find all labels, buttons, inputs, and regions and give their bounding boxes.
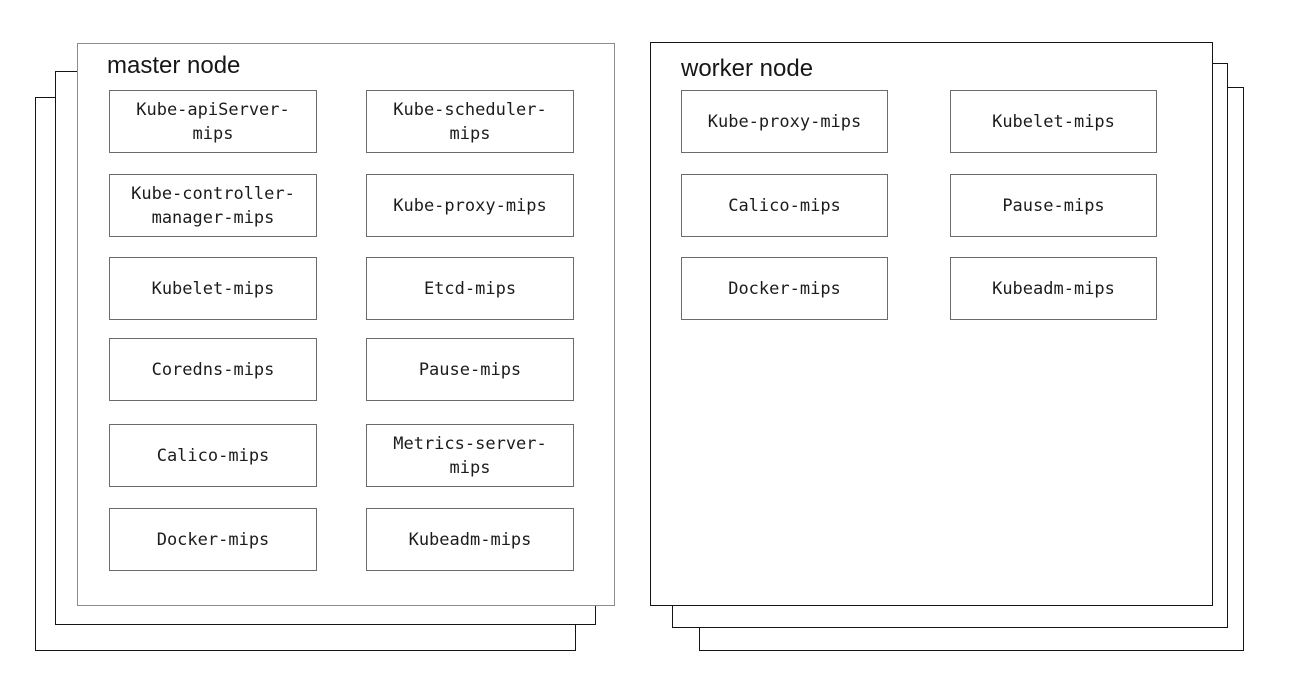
box-kube-controller-manager-mips: Kube-controller- manager-mips [109,174,317,237]
box-kube-proxy-mips-worker: Kube-proxy-mips [681,90,888,153]
master-node-box: master node Kube-apiServer- mips Kube-sc… [77,43,615,606]
box-calico-mips-master: Calico-mips [109,424,317,487]
box-pause-mips-master: Pause-mips [366,338,574,401]
worker-node-title: worker node [681,55,814,82]
box-docker-mips-master: Docker-mips [109,508,317,571]
box-metrics-server-mips: Metrics-server- mips [366,424,574,487]
box-etcd-mips: Etcd-mips [366,257,574,320]
box-kubelet-mips-master: Kubelet-mips [109,257,317,320]
box-kube-proxy-mips-master: Kube-proxy-mips [366,174,574,237]
box-pause-mips-worker: Pause-mips [950,174,1157,237]
box-calico-mips-worker: Calico-mips [681,174,888,237]
box-kube-apiserver-mips: Kube-apiServer- mips [109,90,317,153]
box-coredns-mips: Coredns-mips [109,338,317,401]
box-kubeadm-mips-worker: Kubeadm-mips [950,257,1157,320]
box-kubeadm-mips-master: Kubeadm-mips [366,508,574,571]
box-kubelet-mips-worker: Kubelet-mips [950,90,1157,153]
box-kube-scheduler-mips: Kube-scheduler- mips [366,90,574,153]
worker-node-box: worker node Kube-proxy-mips Kubelet-mips… [650,42,1213,606]
master-node-title: master node [107,52,241,79]
box-docker-mips-worker: Docker-mips [681,257,888,320]
